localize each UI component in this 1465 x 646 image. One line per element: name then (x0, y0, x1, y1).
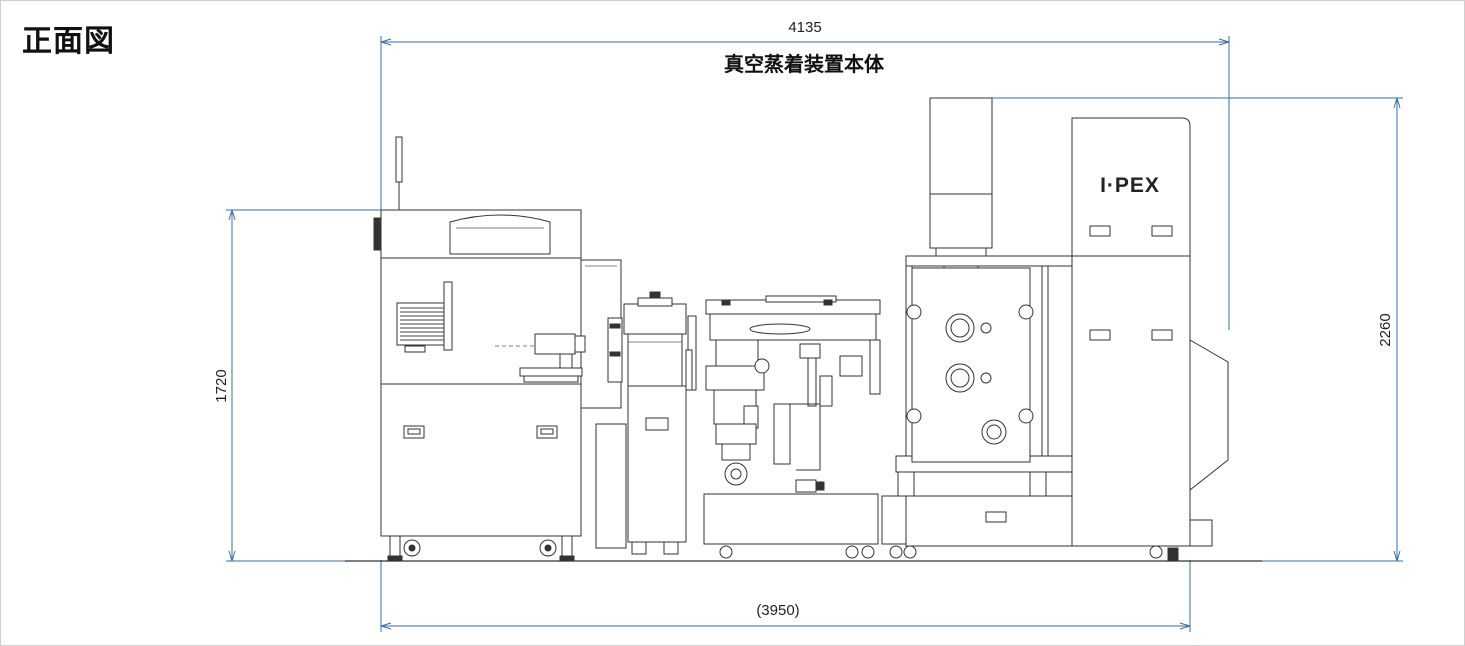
left-height-dimension: 1720 (213, 369, 230, 402)
dimension-lines (226, 36, 1403, 632)
control-rack (595, 291, 697, 555)
process-module (703, 295, 927, 559)
power-cabinet (1071, 117, 1229, 561)
vacuum-chamber (895, 97, 1073, 547)
ipex-logo: I·PEX (1100, 174, 1160, 197)
base-width-dimension: (3950) (756, 602, 799, 619)
overall-width-dimension: 4135 (788, 19, 821, 36)
view-title: 正面図 (22, 24, 115, 59)
loader-unit (373, 136, 622, 561)
machine-title: 真空蒸着装置本体 (724, 52, 885, 76)
right-height-dimension: 2260 (1377, 313, 1394, 346)
